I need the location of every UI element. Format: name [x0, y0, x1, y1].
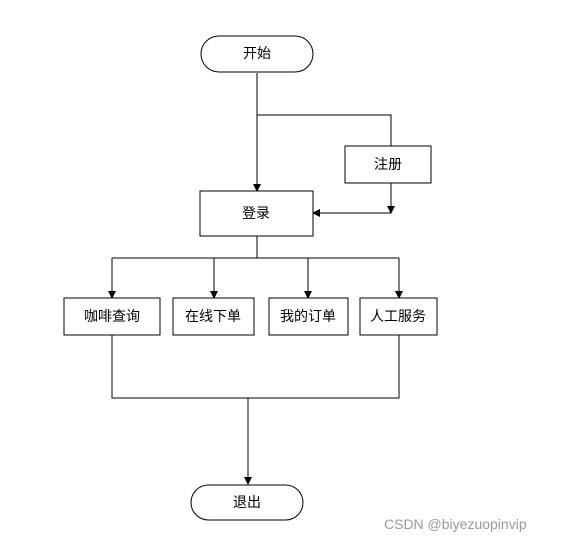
start-label: 开始: [243, 46, 271, 62]
start-node: 开始: [200, 35, 314, 73]
manual-service-label: 人工服务: [370, 309, 426, 325]
logout-node: 退出: [190, 484, 304, 521]
logout-label: 退出: [233, 495, 261, 511]
my-orders-node: 我的订单: [268, 297, 349, 336]
login-node: 登录: [199, 190, 314, 237]
login-label: 登录: [242, 206, 270, 222]
coffee-query-label: 咖啡查询: [84, 309, 140, 325]
manual-service-node: 人工服务: [359, 297, 438, 336]
order-online-label: 在线下单: [185, 309, 241, 325]
edge-coffee-return: [111, 335, 400, 399]
register-node: 注册: [344, 145, 432, 184]
watermark: CSDN @biyezuopinvip: [384, 516, 527, 532]
my-orders-label: 我的订单: [280, 309, 336, 325]
edge-start-register: [257, 114, 392, 146]
coffee-query-node: 咖啡查询: [63, 297, 161, 336]
order-online-node: 在线下单: [172, 297, 255, 336]
register-label: 注册: [374, 157, 402, 173]
